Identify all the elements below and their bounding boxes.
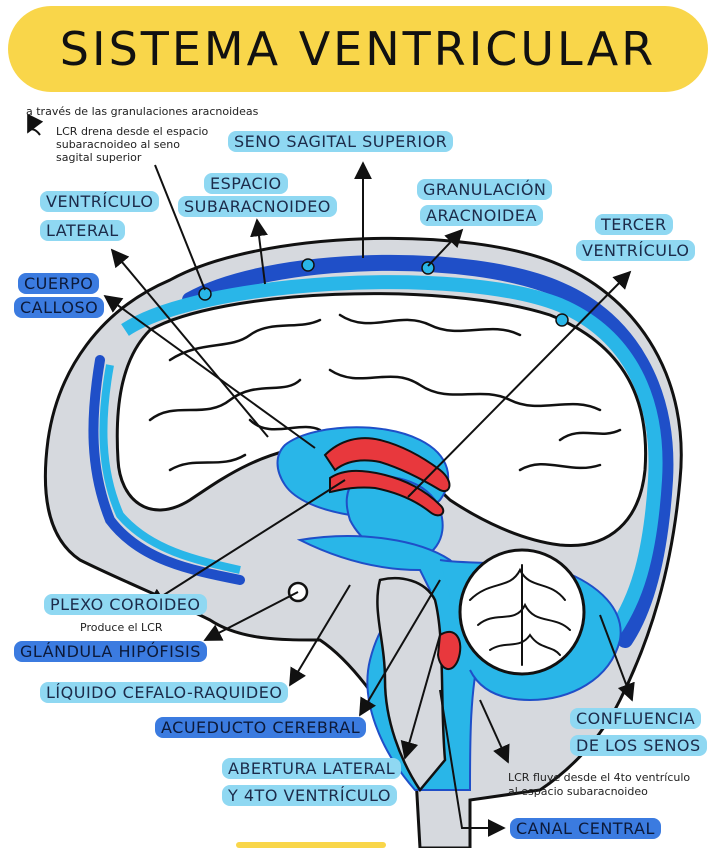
arrow-abertura	[400, 634, 441, 760]
note-lcr-fluye-2: al espacio subaracnoideo	[508, 785, 648, 798]
label-espacio-1: ESPACIO	[204, 173, 288, 194]
arrow-granulacion	[427, 228, 464, 267]
label-canal: CANAL CENTRAL	[510, 818, 661, 839]
subarachnoid-space	[121, 275, 663, 634]
label-tercer-2: VENTRÍCULO	[576, 240, 696, 261]
arrow-cuerpo	[103, 294, 316, 449]
label-plexo: PLEXO COROIDEO	[44, 594, 207, 615]
arrow-ventriculo-lat	[110, 248, 269, 438]
label-acueducto: ACUEDUCTO CEREBRAL	[155, 717, 367, 738]
granulation-4	[555, 313, 569, 327]
arrow-acueducto	[359, 579, 441, 717]
granulation-3	[421, 261, 435, 275]
arrow-tercer	[407, 270, 632, 498]
arrow-lcr-fluye	[479, 699, 510, 764]
arrow-lcr-drena	[27, 113, 44, 136]
choroid-plexus	[323, 437, 451, 493]
label-granulacion-1: GRANULACIÓN	[417, 179, 553, 200]
label-glandula: GLÁNDULA HIPÓFISIS	[14, 641, 207, 662]
label-seno-sagital: SENO SAGITAL SUPERIOR	[228, 131, 454, 152]
label-liquido: LÍQUIDO CEFALO-RAQUIDEO	[40, 682, 289, 703]
arrow-espacio-sub	[250, 218, 268, 285]
page-title: SISTEMA VENTRICULAR	[59, 22, 657, 76]
brainstem	[376, 576, 447, 793]
note-lcr-fluye-1: LCR fluye desde el 4to ventrículo	[508, 771, 691, 784]
note-lcr-drena-1: LCR drena desde el espacio	[56, 125, 209, 138]
arrow-liquido	[289, 584, 351, 687]
bottom-banner-strip	[236, 842, 386, 848]
arrow-glandula	[203, 591, 299, 641]
arrow-canal-central	[439, 689, 506, 837]
note-produce: Produce el LCR	[80, 621, 163, 634]
arrow-plexo	[146, 479, 346, 606]
label-ventriculo-lat-2: LATERAL	[40, 220, 125, 241]
arrow-confluencia	[599, 614, 635, 702]
label-abertura-1: ABERTURA LATERAL	[222, 758, 402, 779]
note-lcr-drena-2: subaracnoideo al seno	[56, 138, 180, 151]
label-confluencia-2: DE LOS SENOS	[570, 735, 707, 756]
superior-sagittal-sinus	[182, 254, 674, 648]
label-abertura-2: Y 4TO VENTRÍCULO	[222, 785, 397, 806]
label-cuerpo-2: CALLOSO	[14, 297, 105, 318]
label-ventriculo-lat-1: VENTRÍCULO	[40, 191, 160, 212]
note-lcr-drena-3: sagital superior	[56, 151, 142, 164]
cerebrum	[115, 292, 648, 548]
granulation-2	[301, 258, 315, 272]
label-confluencia-1: CONFLUENCIA	[570, 708, 702, 729]
note-granulaciones: a través de las granulaciones aracnoidea…	[26, 105, 259, 118]
label-espacio-2: SUBARACNOIDEO	[178, 196, 337, 217]
title-banner	[8, 6, 708, 92]
label-tercer-1: TERCER	[595, 214, 673, 235]
label-cuerpo-1: CUERPO	[18, 273, 100, 294]
label-granulacion-2: ARACNOIDEA	[420, 205, 543, 226]
